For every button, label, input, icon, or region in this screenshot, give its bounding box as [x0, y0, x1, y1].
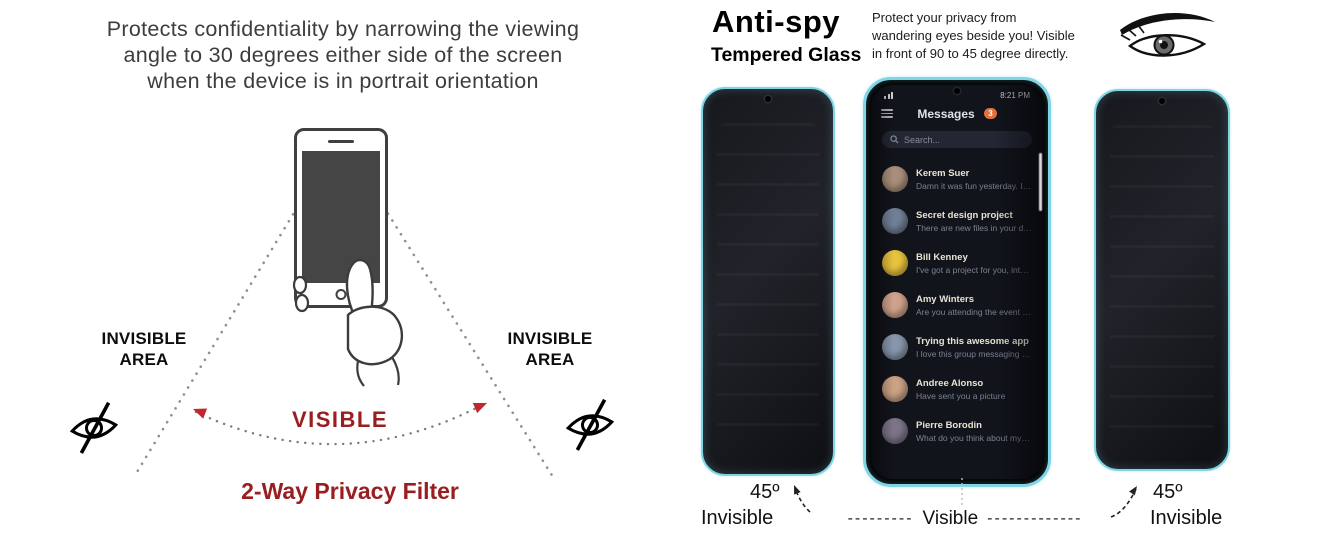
desc-line-3: in front of 90 to 45 degree directly.: [872, 45, 1069, 61]
visible-word: Visible: [922, 508, 979, 529]
left-heading: Protects confidentiality by narrowing th…: [38, 16, 648, 95]
chat-name: Secret design project: [916, 209, 1013, 221]
palm: [346, 305, 403, 366]
dash-right: -------------: [987, 510, 1083, 527]
desc-line-1: Protect your privacy from: [872, 10, 1017, 25]
chat-row: Kerem Suer Damn it was fun yesterday. I …: [871, 158, 1043, 200]
avatar: [882, 166, 908, 192]
right-angle-value: 45º: [1153, 481, 1183, 503]
visible-label: VISIBLE: [291, 407, 389, 432]
left-angle-arrow: [794, 487, 811, 513]
chat-preview: Damn it was fun yesterday. I wa...: [916, 180, 1032, 191]
chat-row: Trying this awesome app I love this grou…: [871, 326, 1043, 368]
chat-name: Trying this awesome app: [916, 335, 1029, 347]
right-angle-arrow: [1110, 488, 1137, 518]
avatar: [882, 292, 908, 318]
invisible-word: INVISIBLE: [101, 329, 187, 348]
hand-illustration: [292, 258, 403, 387]
phone-speaker: [328, 140, 354, 143]
front-phone: 8:21 PM Messages 3: [863, 77, 1051, 487]
product-title: Anti-spy: [712, 4, 840, 39]
area-word: AREA: [119, 350, 169, 370]
avatar: [882, 334, 908, 360]
angle-annotation-arrows: [794, 478, 1137, 518]
dash-left: ---------: [847, 510, 914, 527]
heading-line-3: when the device is in portrait orientati…: [147, 69, 539, 94]
app-title: Messages: [917, 106, 975, 121]
heading-line-1: Protects confidentiality by narrowing th…: [106, 17, 580, 41]
heading-line-2: angle to 30 degrees either side of the s…: [123, 43, 563, 68]
chat-preview: Are you attending the event ne...: [916, 306, 1032, 317]
signal-icon: [884, 91, 893, 99]
chat-row: Bill Kenney I've got a project for you, …: [871, 242, 1043, 284]
camera-icon: [1159, 98, 1165, 104]
search-icon: [890, 135, 899, 144]
chat-preview: I've got a project for you, inter...: [916, 264, 1032, 275]
chat-preview: I love this group messaging se...: [916, 348, 1032, 359]
unread-badge: 3: [984, 107, 997, 119]
chat-preview: Have sent you a picture: [916, 390, 1006, 401]
menu-icon: [881, 109, 893, 118]
avatar: [882, 418, 908, 444]
eye-icon: [1120, 12, 1215, 57]
visible-range-label: --------- Visible -------------: [800, 508, 1130, 530]
left-angle-value: 45º: [750, 481, 780, 503]
area-word: AREA: [525, 350, 575, 370]
app-header: Messages 3: [871, 101, 1043, 124]
desc-line-2: wandering eyes beside you! Visible: [872, 27, 1075, 43]
wrist: [356, 356, 400, 387]
glass-glare: [1039, 153, 1042, 211]
dimmed-screen: [717, 123, 819, 450]
avatar: [882, 376, 908, 402]
chat-row: Secret design project There are new file…: [871, 200, 1043, 242]
search-input: [904, 134, 1024, 145]
thumb: [345, 258, 374, 321]
arc-arrowhead-left: [193, 408, 208, 419]
angled-phone-right: [1094, 89, 1230, 471]
chat-name: Amy Winters: [916, 293, 974, 305]
camera-icon: [765, 96, 771, 102]
chat-row: Amy Winters Are you attending the event …: [871, 284, 1043, 326]
eye-slash-left-icon: [69, 401, 119, 454]
chat-row: Andree Alonso Have sent you a picture: [871, 368, 1043, 410]
chat-name: Kerem Suer: [916, 167, 970, 179]
illustration-phone-screen: [302, 151, 380, 283]
search-bar: [882, 131, 1032, 148]
angled-phone-left: [701, 87, 835, 476]
phone-home-button: [335, 289, 347, 300]
eye-slash-right-icon: [565, 398, 615, 451]
chat-name: Andree Alonso: [916, 377, 984, 389]
privacy-filter-title: 2-Way Privacy Filter: [241, 478, 459, 504]
product-subtitle: Tempered Glass: [711, 44, 862, 66]
chat-row: Pierre Borodin What do you think about m…: [871, 410, 1043, 452]
chat-preview: What do you think about my ne...: [916, 432, 1032, 443]
invisible-area-label-left: INVISIBLE AREA: [96, 328, 192, 371]
product-description: Protect your privacy from wandering eyes…: [872, 9, 1107, 63]
phone-screen: 8:21 PM Messages 3: [871, 85, 1043, 479]
invisible-area-label-right: INVISIBLE AREA: [502, 328, 598, 371]
arc-arrowhead-right: [472, 403, 487, 414]
status-time: 8:21 PM: [1000, 90, 1030, 100]
chat-preview: There are new files in your drop...: [916, 222, 1032, 233]
chat-name: Bill Kenney: [916, 251, 968, 263]
dimmed-screen: [1110, 125, 1214, 445]
invisible-word: INVISIBLE: [507, 329, 593, 348]
avatar: [882, 208, 908, 234]
left-invisible-label: Invisible: [701, 507, 774, 529]
chat-name: Pierre Borodin: [916, 419, 982, 431]
camera-icon: [954, 88, 960, 94]
right-invisible-label: Invisible: [1150, 507, 1223, 529]
visible-arc: [194, 402, 486, 446]
chat-list: Kerem Suer Damn it was fun yesterday. I …: [871, 158, 1043, 452]
avatar: [882, 250, 908, 276]
